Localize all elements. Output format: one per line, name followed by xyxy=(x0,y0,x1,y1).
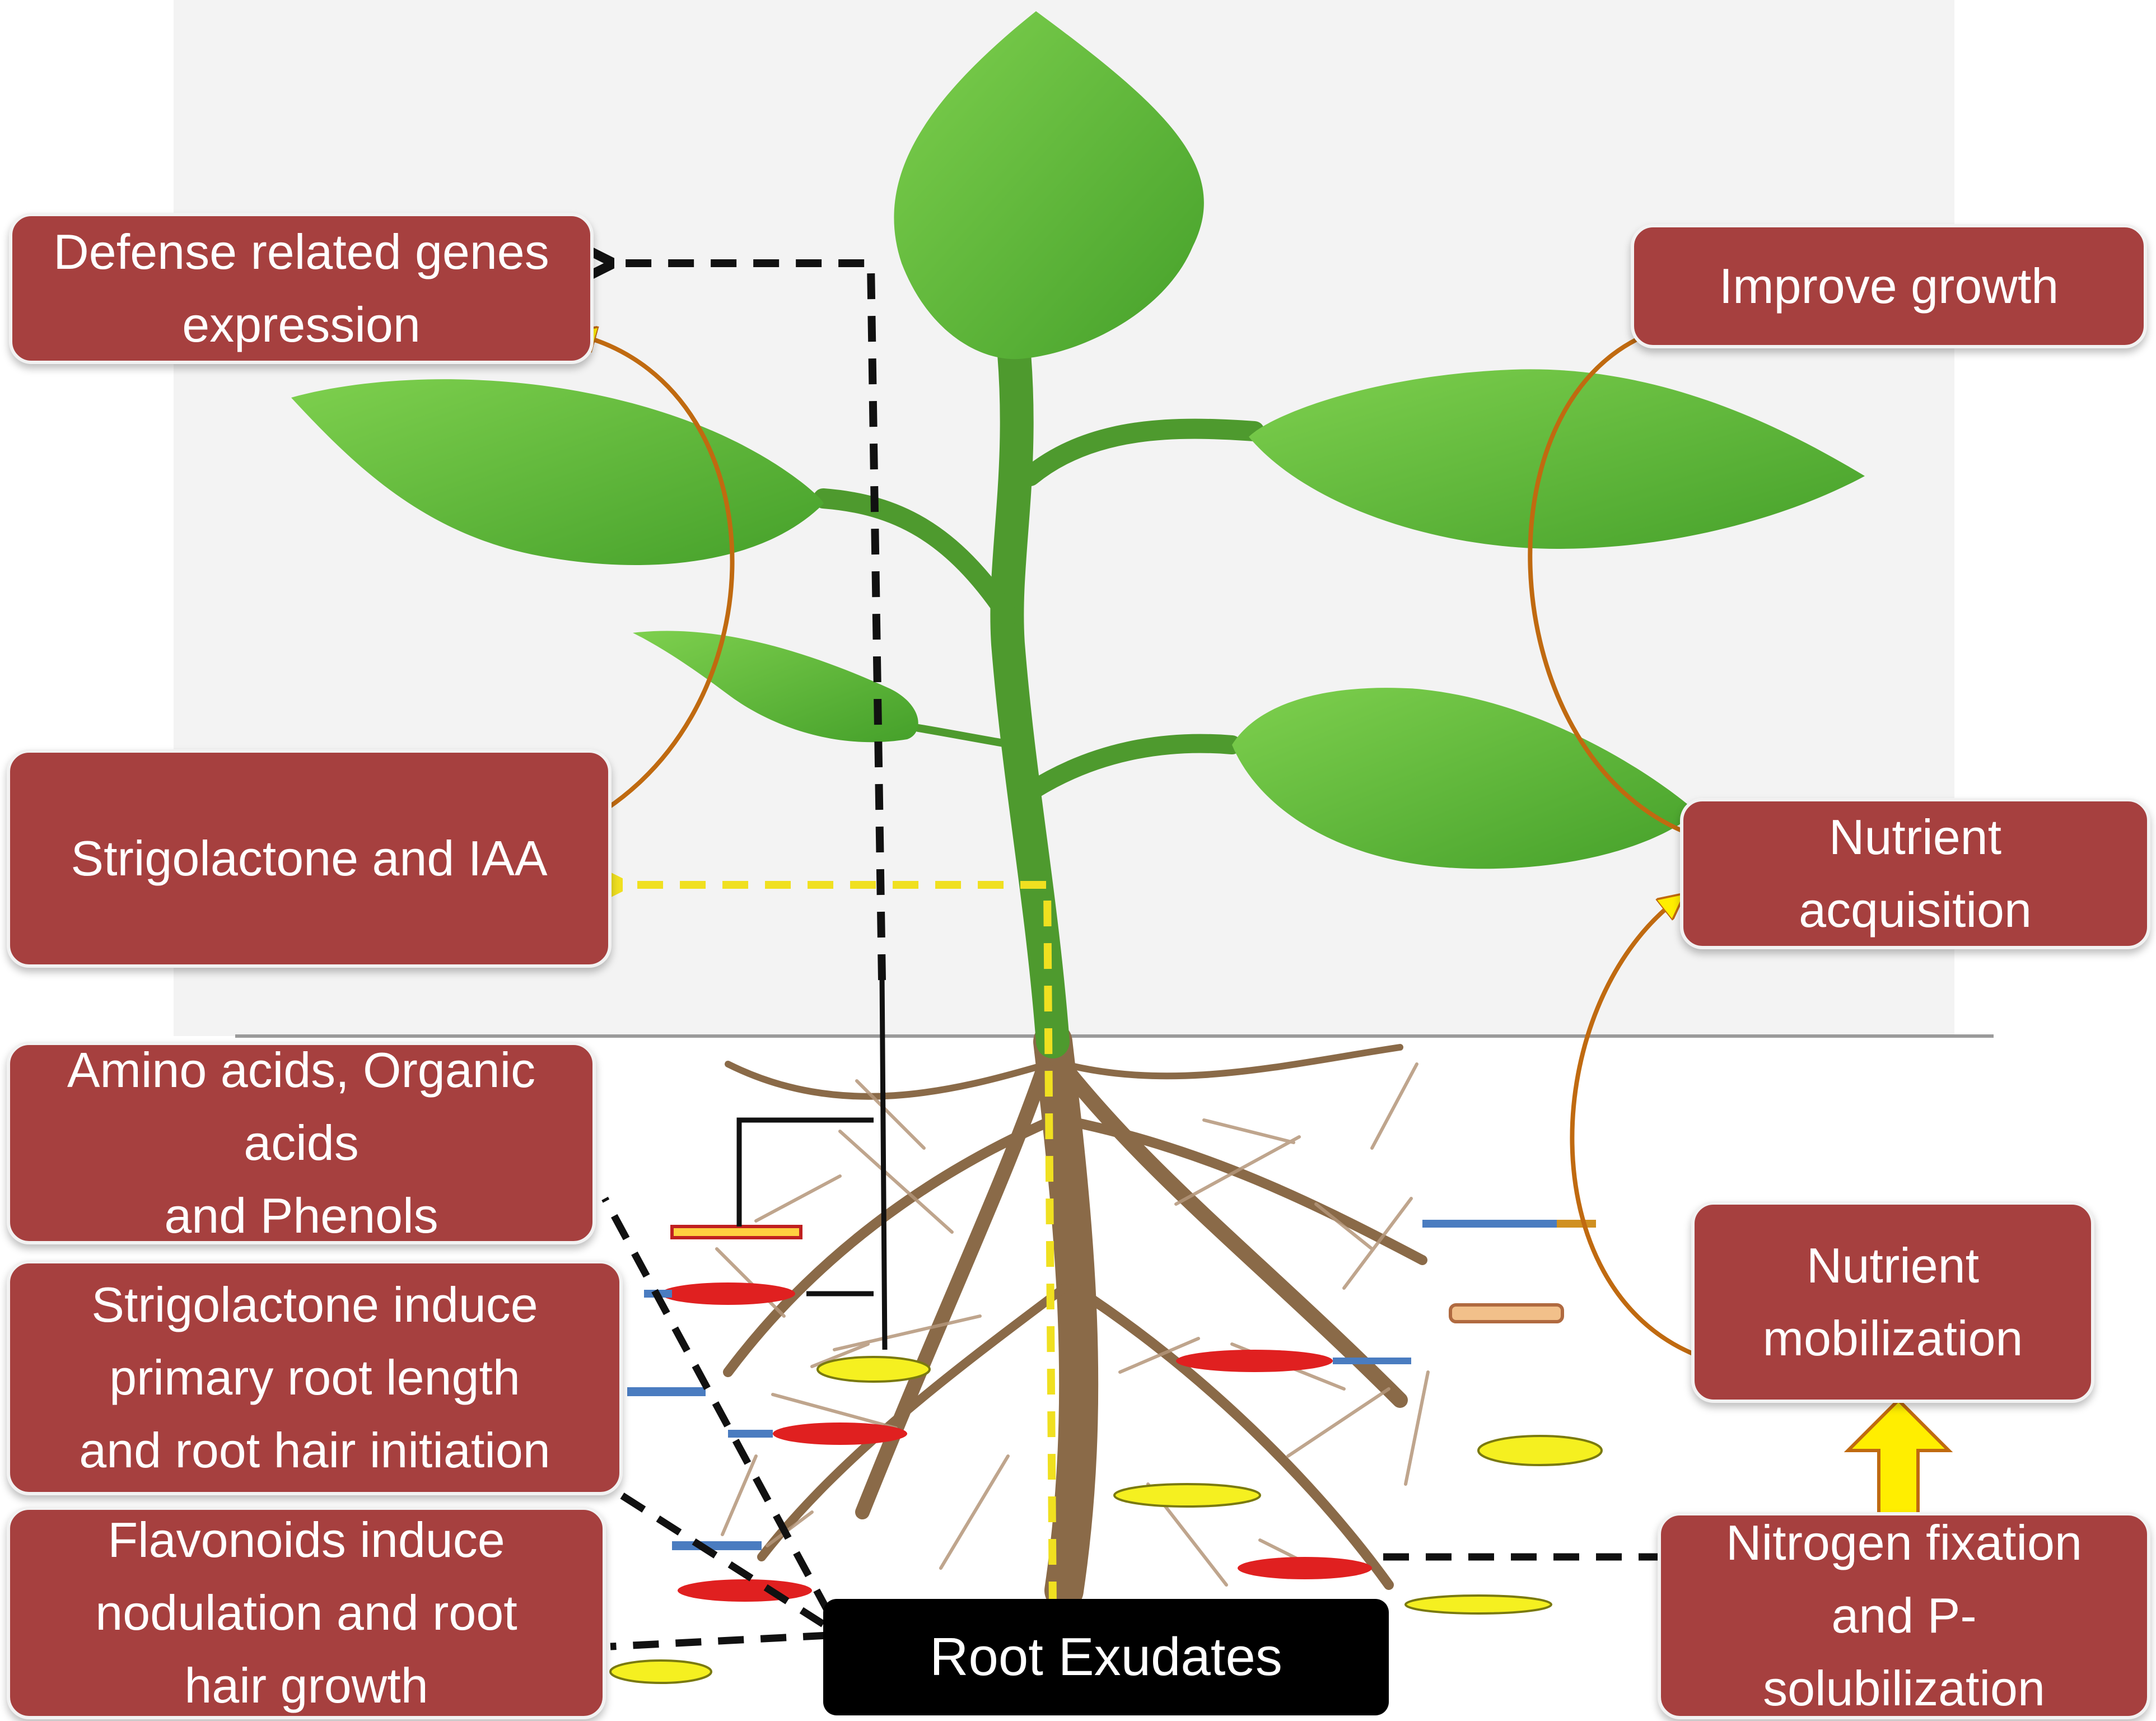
flavonoids-box: Flavonoids induce nodulation and root ha… xyxy=(7,1507,606,1719)
flavonoids-label: Flavonoids induce nodulation and root ha… xyxy=(95,1512,517,1714)
nitrogen-fixation-box: Nitrogen fixation and P- solubilization xyxy=(1658,1512,2150,1719)
connector-amino-acids xyxy=(736,974,888,1350)
arrow-mobilization-to-acquisition xyxy=(1570,902,1698,1358)
root-exudates-box: Root Exudates xyxy=(823,1599,1389,1715)
arrow-fixation-to-mobilization xyxy=(1844,1397,1953,1519)
nutrient-acquisition-label: Nutrient acquisition xyxy=(1799,809,2032,938)
plant-stem xyxy=(813,330,1264,1058)
defense-genes-box: Defense related genes expression xyxy=(9,213,594,364)
nutrient-mobilization-label: Nutrient mobilization xyxy=(1762,1237,2023,1366)
strigolactone-iaa-label: Strigolactone and IAA xyxy=(71,830,548,886)
signal-arrow-defense xyxy=(605,263,886,981)
improve-growth-label: Improve growth xyxy=(1719,258,2059,314)
strigolactone-root-box: Strigolactone induce primary root length… xyxy=(7,1260,623,1495)
improve-growth-box: Improve growth xyxy=(1631,224,2147,348)
arrow-strigolactone-to-defense xyxy=(571,336,735,831)
nitrogen-fixation-label: Nitrogen fixation and P- solubilization xyxy=(1726,1514,2082,1717)
amino-acids-label: Amino acids, Organic acids and Phenols xyxy=(67,1042,536,1244)
strigolactone-iaa-box: Strigolactone and IAA xyxy=(7,749,612,968)
nutrient-acquisition-box: Nutrient acquisition xyxy=(1680,798,2150,949)
root-exudates-label: Root Exudates xyxy=(930,1627,1282,1687)
defense-genes-label: Defense related genes expression xyxy=(53,223,549,352)
amino-acids-box: Amino acids, Organic acids and Phenols xyxy=(7,1042,596,1244)
nutrient-mobilization-box: Nutrient mobilization xyxy=(1691,1201,2094,1403)
root-system xyxy=(715,1022,1430,1610)
strigolactone-root-label: Strigolactone induce primary root length… xyxy=(79,1276,550,1479)
plant-leaves xyxy=(291,11,1865,869)
exudate-link-lines xyxy=(601,1196,1680,1650)
arrow-acquisition-to-growth xyxy=(1528,325,1691,837)
microbe-cells xyxy=(609,1220,1603,1684)
